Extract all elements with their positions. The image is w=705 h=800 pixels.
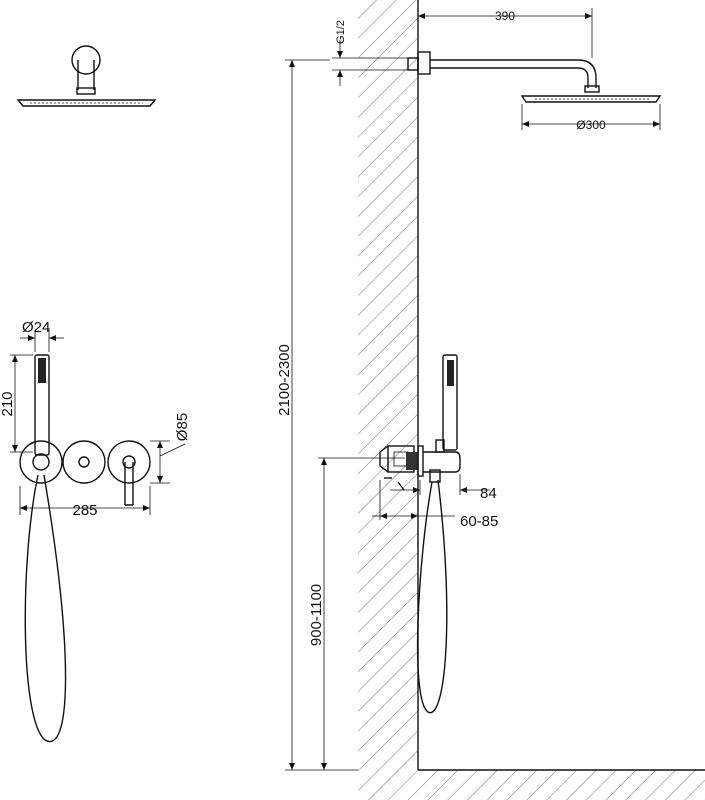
hose (24, 474, 67, 743)
mixer-plate (107, 440, 151, 484)
dim-mixer-height: 900-1100 (308, 584, 325, 646)
mixer-lever (124, 462, 134, 506)
dim-total-height: 2100-2300 (276, 344, 293, 416)
hand-shower-body (34, 354, 50, 456)
dim-arm-length: 390 (495, 9, 515, 23)
rain-head-side (520, 95, 662, 103)
dim-thread: G1/2 (335, 20, 347, 44)
shower-arm (430, 59, 597, 88)
dim-outlet: 84 (480, 485, 497, 502)
wall-section (358, 0, 418, 770)
arm-wall-flange (417, 51, 431, 75)
mixer-cartridge (406, 452, 418, 470)
front-view: Ø24 210 Ø85 285 (0, 319, 191, 743)
dim-total-width: 285 (72, 502, 97, 519)
wall-outlet (423, 451, 461, 473)
rain-head-front-view (16, 45, 157, 107)
holder-plate (19, 440, 63, 484)
hand-shower-side (442, 354, 458, 451)
hose-side (416, 479, 448, 714)
side-view: 390 G1/2 Ø300 2100-2300 900-1100 (276, 0, 705, 800)
dim-hand-diameter: Ø24 (22, 319, 50, 336)
hand-shower-grip (38, 358, 46, 383)
dim-hand-length: 210 (0, 391, 16, 416)
dim-mixer-depth: 60-85 (460, 513, 498, 530)
dim-plate-diameter: Ø85 (174, 413, 191, 441)
dim-head-diameter: Ø300 (576, 118, 606, 132)
floor-section (358, 770, 705, 800)
diverter-plate (62, 440, 106, 484)
